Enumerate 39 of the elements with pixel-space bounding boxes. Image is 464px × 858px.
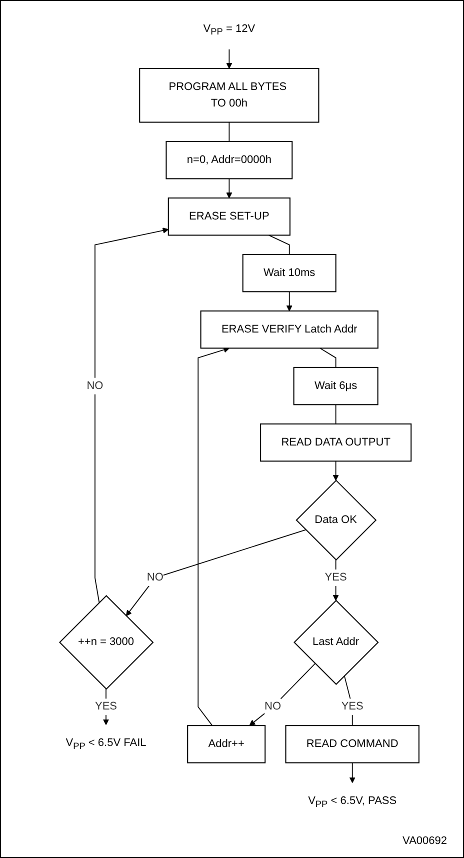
node-box	[166, 141, 293, 180]
edge-label: YES	[324, 572, 347, 584]
node-box	[293, 366, 378, 406]
node-box	[139, 68, 320, 123]
edge-label: YES	[94, 700, 118, 712]
arrow	[349, 762, 356, 784]
node-box	[187, 725, 266, 764]
node-box	[242, 254, 336, 292]
connector	[228, 122, 230, 142]
node-diamond	[296, 480, 377, 561]
arrow	[226, 178, 232, 198]
arrow	[249, 663, 316, 726]
arrow	[332, 460, 339, 481]
arrow	[102, 688, 110, 726]
connector	[268, 234, 290, 255]
node-diamond	[294, 600, 379, 685]
edge-label: NO	[264, 700, 282, 712]
arrow	[126, 529, 306, 616]
arrow	[286, 291, 292, 312]
connector	[344, 675, 353, 726]
connector	[335, 404, 336, 424]
edge-label: NO	[86, 380, 104, 392]
node-box	[200, 310, 378, 349]
node-diamond	[58, 594, 154, 690]
node-text: V$_{PP}$ = 12V	[203, 22, 256, 37]
connector	[320, 348, 336, 368]
node-box	[285, 725, 420, 764]
figure-code: VA00692	[402, 835, 447, 847]
node-box	[260, 423, 412, 462]
arrow	[198, 346, 230, 726]
node-box	[168, 197, 290, 236]
node-text: V$_{PP}$ < 6.5V, PASS	[308, 795, 397, 810]
edge-label: NO	[146, 572, 164, 584]
arrow	[94, 228, 169, 603]
flowchart: NO NO YES YES NO YES V$_{PP}$ = 12V PROGRAM ALL BYTES TO 00h n=0, Addr=0000h ERASE SET-UP Wait 10ms ERASE VERIFY Latch Addr Wait 6μs READ DATA OUTPUT Data OK ++n = 3000 V$_{PP}$ < 6.5V FAIL Addr++ Last Addr READ COMMAND V$_{PP}$ < 6.5V, PASS	[5, 5, 459, 827]
arrow	[332, 559, 339, 601]
arrow	[226, 48, 232, 69]
edge-label: YES	[341, 700, 364, 712]
node-text: V$_{PP}$ < 6.5V FAIL	[66, 737, 146, 752]
